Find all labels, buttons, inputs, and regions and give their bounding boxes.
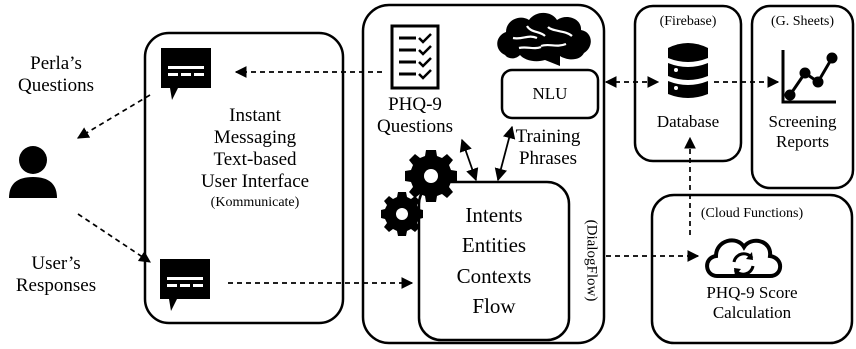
arrow-questions-core: [459, 138, 479, 182]
kommunicate-label: (Kommunicate): [210, 195, 300, 211]
solid-connectors: [459, 125, 516, 182]
arrow-user-to-chat: [77, 213, 151, 263]
connectors: [76, 66, 780, 289]
screening-reports-label: Screening Reports: [768, 112, 837, 151]
core-logic-box: [417, 180, 571, 342]
training-phrases-label: Training Phrases: [515, 126, 581, 169]
cloud-functions-box: [650, 193, 854, 345]
brain-icon: [497, 12, 591, 67]
dialogflow-box: [361, 3, 606, 345]
chat-bubble-icon: [161, 48, 211, 100]
nlu-label: NLU: [532, 84, 568, 103]
sheets-platform-label: (G. Sheets): [771, 14, 834, 29]
dialogflow-platform-label: (DialogFlow): [583, 219, 600, 302]
sheets-box: [750, 4, 855, 190]
phq-questions-label: PHQ-9 Questions: [377, 94, 453, 137]
gear-icon: [405, 150, 457, 202]
cloud-sync-icon: [705, 238, 783, 278]
user-icon: [9, 146, 57, 198]
checklist-icon: [390, 24, 440, 90]
nlu-box: [500, 68, 600, 120]
core-logic-label: Intents Entities Contexts Flow: [456, 203, 532, 319]
perla-questions-label: Perla’s Questions: [18, 53, 94, 96]
user-responses-label: User’s Responses: [15, 253, 97, 296]
arrow-chat-to-user: [76, 94, 151, 139]
gear-icon: [381, 192, 423, 236]
chat-interface-label: Instant Messaging Text-based User Interf…: [175, 105, 335, 211]
database-label: Database: [656, 112, 720, 131]
chart-icon: [781, 50, 838, 104]
chat-interface-box: [143, 31, 345, 325]
chat-bubble-icon: [160, 259, 210, 311]
phq-score-calculation-label: PHQ-9 Score Calculation: [706, 283, 798, 322]
database-icon: [668, 43, 708, 98]
arrow-training-core: [494, 125, 516, 182]
cloud-functions-platform-label: (Cloud Functions): [700, 206, 804, 221]
firebase-platform-label: (Firebase): [659, 14, 717, 29]
